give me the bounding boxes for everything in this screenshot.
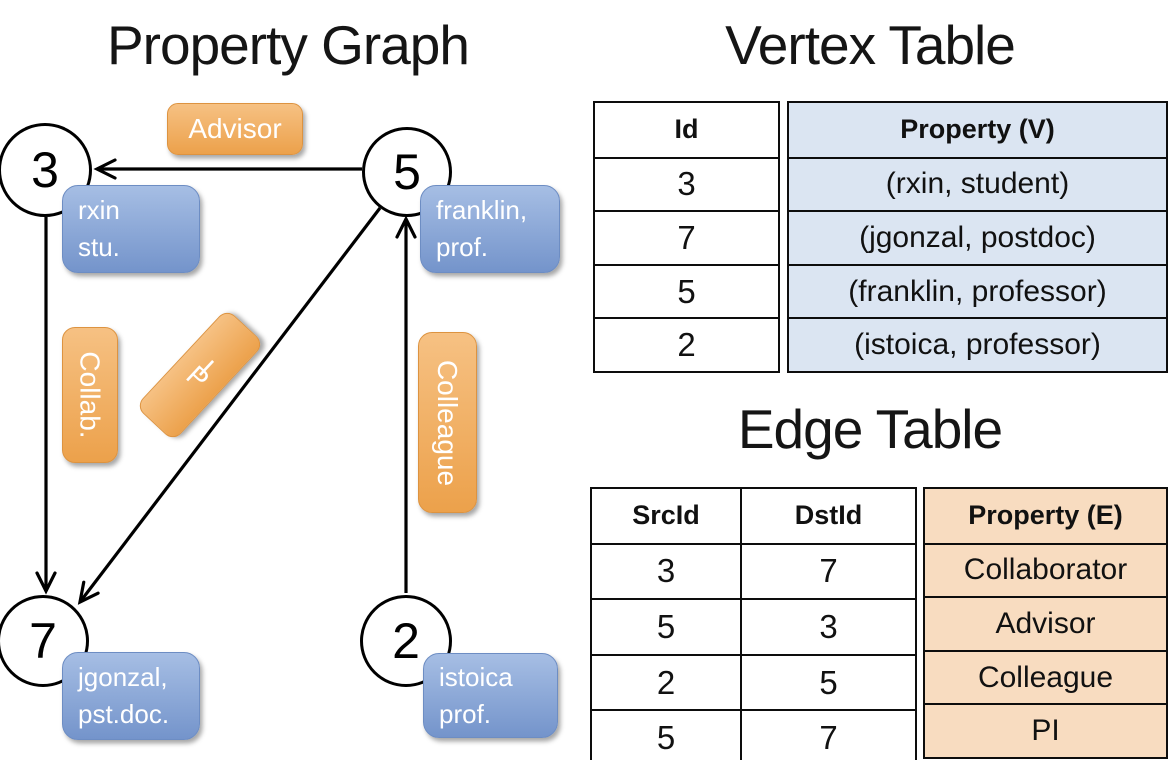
- vertex-id-header: Id: [674, 114, 699, 145]
- vertex-label-rxin: rxin stu.: [62, 185, 200, 273]
- edge-table-title: Edge Table: [737, 398, 1003, 460]
- edge-label-pi: PI: [135, 308, 265, 442]
- vertex-label-line: stu.: [78, 232, 120, 262]
- edge-label-text: Collab.: [75, 351, 107, 439]
- edge-table-row: 5 3: [592, 598, 915, 654]
- vertex-label-line: pst.doc.: [78, 699, 170, 729]
- vertex-property-header: Property (V): [789, 103, 1166, 157]
- vertex-label-line: prof.: [439, 698, 492, 729]
- vertex-id-cell: 3: [595, 156, 778, 211]
- vertex-label-line: jgonzal,: [78, 662, 168, 693]
- edge-label-text: Colleague: [432, 359, 464, 486]
- node-id-label: 5: [393, 144, 421, 200]
- vertex-property-cell: (istoica, professor): [789, 317, 1166, 371]
- edge-src-cell: 5: [656, 719, 676, 757]
- vertex-label-line: rxin: [78, 195, 120, 226]
- property-graph-title: Property Graph: [106, 14, 470, 76]
- vertex-id-cell: 7: [595, 210, 778, 264]
- edge-src-header: SrcId: [632, 500, 700, 531]
- edge-property-cell: Colleague: [925, 649, 1166, 704]
- edge-src-cell: 5: [656, 607, 676, 645]
- edge-property-header: Property (E): [925, 489, 1166, 543]
- edge-table-row: 2 5: [592, 653, 915, 710]
- vertex-label-line: istoica: [439, 661, 513, 692]
- vertex-table-property-column: Property (V) (rxin, student) (jgonzal, p…: [787, 101, 1168, 373]
- edge-table-header-row: SrcId DstId: [592, 489, 915, 543]
- edge-property-cell: Collaborator: [925, 542, 1166, 597]
- edge-table-src-dst-columns: SrcId DstId 3 7 5 3 2 5 5 7: [590, 487, 917, 760]
- edge-label-collab: Collab.: [62, 327, 118, 463]
- edge-dst-cell: 5: [740, 655, 915, 710]
- node-id-label: 3: [31, 142, 59, 198]
- vertex-table-id-column: Id 3 7 5 2: [593, 101, 780, 373]
- edge-src-cell: 2: [656, 663, 676, 701]
- edge-property-cell: PI: [925, 703, 1166, 757]
- vertex-label-franklin: franklin, prof.: [420, 185, 560, 273]
- vertex-label-jgonzal: jgonzal, pst.doc.: [62, 652, 200, 740]
- vertex-label-line: franklin,: [436, 195, 528, 226]
- edge-src-cell: 3: [656, 552, 676, 590]
- vertex-id-cell: 2: [595, 317, 778, 371]
- graph-node-3: 3: [0, 123, 92, 217]
- vertex-property-cell: (rxin, student): [789, 156, 1166, 211]
- edge-table-property-column: Property (E) Collaborator Advisor Collea…: [923, 487, 1168, 759]
- edge-dst-cell: 7: [740, 544, 915, 599]
- vertex-property-cell: (franklin, professor): [789, 263, 1166, 318]
- vertex-id-cell: 5: [595, 263, 778, 318]
- edge-table-row: 3 7: [592, 542, 915, 599]
- vertex-property-cell: (jgonzal, postdoc): [789, 210, 1166, 264]
- edge-dst-cell: 3: [740, 600, 915, 654]
- node-id-label: 7: [29, 613, 57, 669]
- vertex-label-line: prof.: [436, 232, 489, 262]
- edge-dst-cell: 7: [740, 711, 915, 760]
- vertex-table-title: Vertex Table: [725, 14, 1016, 76]
- edge-label-text: Advisor: [188, 113, 282, 144]
- edge-label-text: PI: [180, 353, 221, 396]
- edge-table-row: 5 7: [592, 709, 915, 760]
- vertex-label-istoica: istoica prof.: [423, 653, 558, 738]
- node-id-label: 2: [392, 613, 420, 669]
- edge-property-cell: Advisor: [925, 596, 1166, 650]
- edge-label-advisor: Advisor: [167, 103, 303, 155]
- edge-dst-header: DstId: [740, 489, 915, 543]
- edge-label-colleague: Colleague: [418, 332, 477, 513]
